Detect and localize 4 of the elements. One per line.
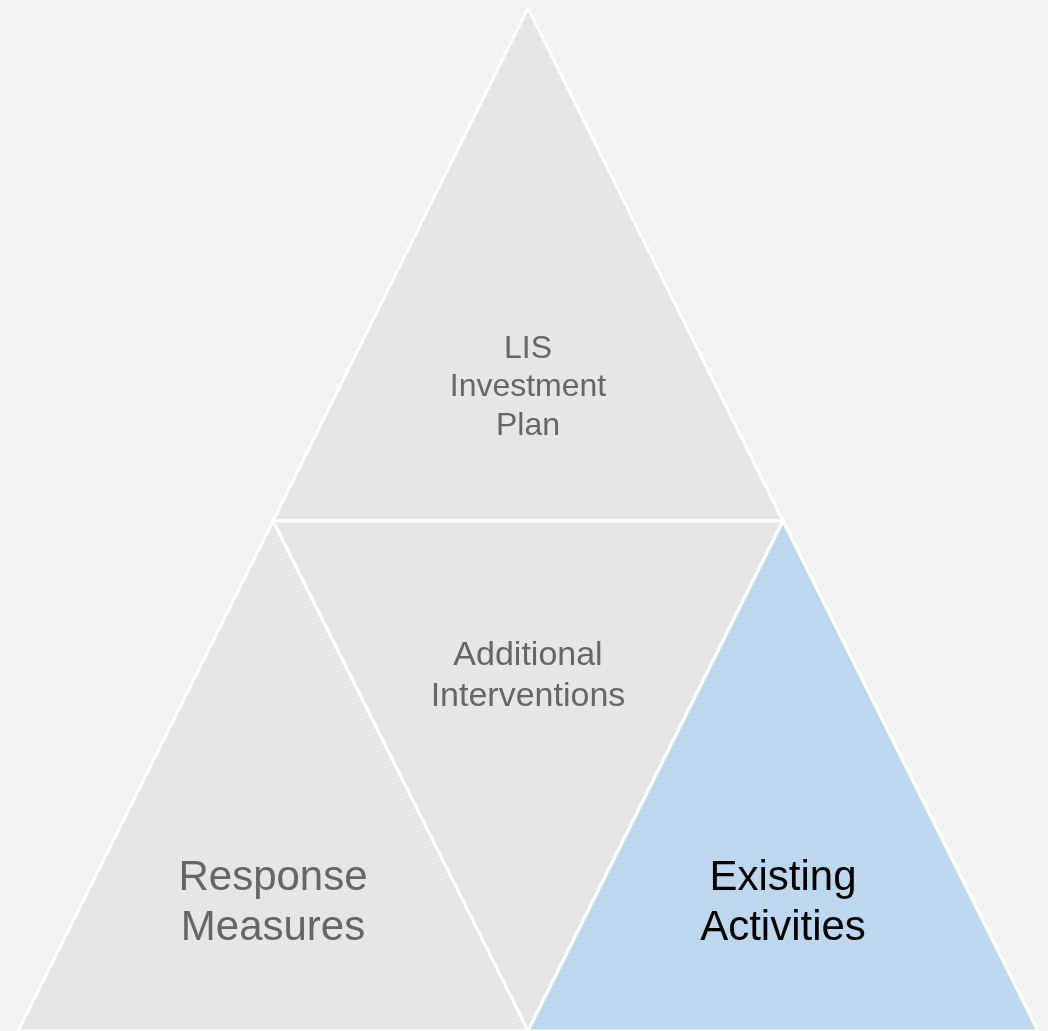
segment-label: Existing Activities [699, 851, 867, 952]
segment-label: Additional Interventions [429, 633, 627, 715]
segment-label: LIS Investment Plan [448, 328, 608, 444]
segment-label: Response Measures [177, 851, 369, 952]
